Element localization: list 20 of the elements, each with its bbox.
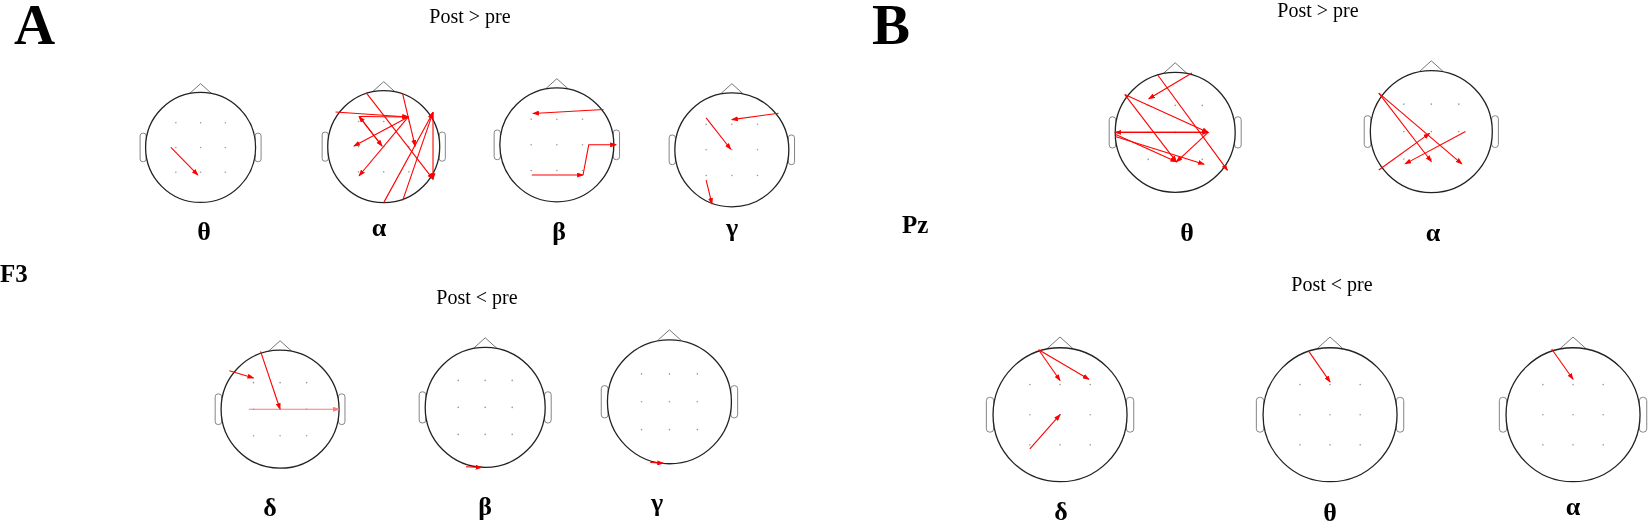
band-label: γ (650, 490, 664, 516)
band-label: δ (1054, 499, 1068, 525)
band-label: α (371, 215, 387, 241)
panel-letter: B (872, 0, 911, 53)
condition-heading: Post < pre (1291, 274, 1373, 294)
electrode-label: Pz (902, 211, 929, 237)
band-label: θ (1323, 500, 1337, 526)
band-label: β (478, 494, 492, 520)
condition-heading: Post > pre (429, 6, 511, 26)
electrode-label: F3 (0, 260, 28, 286)
band-label: θ (197, 219, 211, 245)
band-label: δ (263, 495, 277, 521)
band-label: β (552, 219, 566, 245)
band-label: γ (725, 215, 739, 241)
condition-heading: Post > pre (1277, 0, 1359, 20)
condition-heading: Post < pre (436, 287, 518, 307)
panel-letter: A (14, 0, 56, 53)
band-label: α (1565, 494, 1581, 520)
band-label: θ (1180, 220, 1194, 246)
band-label: α (1425, 220, 1441, 246)
